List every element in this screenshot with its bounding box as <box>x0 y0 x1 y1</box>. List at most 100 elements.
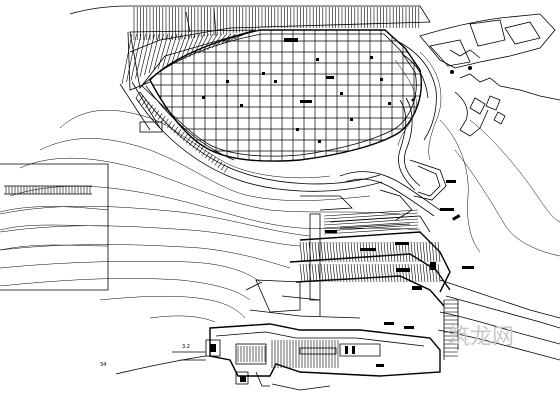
terrace-step-line <box>329 263 333 283</box>
lower-building: 3.2 34 <box>100 279 441 391</box>
terrace-step-line <box>329 241 333 263</box>
terrace-step-line <box>341 263 345 283</box>
walkway-tick <box>176 129 182 136</box>
terrace-step-line <box>365 241 369 263</box>
terrace-step-line <box>344 241 348 263</box>
terrace-step-line <box>386 241 390 263</box>
terrace-step-line <box>323 263 327 283</box>
paving-block <box>316 58 319 61</box>
walkway-tick <box>220 164 226 171</box>
terrace-step-line <box>380 241 384 263</box>
terrace-step-line <box>320 241 324 263</box>
terrace-step-line <box>323 241 327 263</box>
terrace-step-line <box>323 215 419 223</box>
walkway-tick <box>167 121 172 128</box>
terrace-step-line <box>383 263 387 283</box>
slope-hatch-line <box>144 33 155 76</box>
paving-block <box>380 78 383 81</box>
walkway-tick <box>189 139 194 146</box>
slope-hatch-line <box>198 33 209 54</box>
walkway-tick <box>170 124 175 131</box>
slope-hatch-line <box>121 33 133 85</box>
terrace-step-line <box>335 263 339 283</box>
terrace-step-line <box>413 263 417 283</box>
left-section-frame <box>0 163 109 291</box>
slope-hatch-line <box>207 33 218 50</box>
slope-hatch-line <box>153 33 164 72</box>
terrace-step-line <box>317 263 321 283</box>
walkway-tick <box>173 126 179 133</box>
paving-block <box>274 80 277 83</box>
terrace-step-line <box>371 263 375 283</box>
terrace-step-line <box>404 263 408 283</box>
terrace-step-line <box>332 263 336 283</box>
terrace-step-line <box>314 241 318 263</box>
right-slope <box>437 279 560 361</box>
walkway-tick <box>198 146 204 154</box>
terrace-step-line <box>434 241 438 263</box>
watermark-text: 筑龙网 <box>448 325 514 350</box>
terrace-step-line <box>341 241 345 263</box>
left-hatched-slope <box>121 29 256 89</box>
terrace-step-line <box>419 241 423 263</box>
terrace-step-line <box>311 263 315 283</box>
terrace-step-line <box>362 263 366 283</box>
terrace-step-line <box>338 263 342 283</box>
terrace-step-line <box>302 263 306 283</box>
terrace-step-line <box>353 263 357 283</box>
slope-hatch-line <box>166 33 178 67</box>
walkway-tick <box>135 91 141 99</box>
walkway-tick <box>192 141 197 149</box>
terrace-step-line <box>320 263 324 283</box>
slope-hatch-line <box>171 33 182 65</box>
terrace-step-line <box>299 241 303 263</box>
paving-block <box>318 140 321 143</box>
terrace-step-line <box>344 263 348 283</box>
terrace-step-line <box>359 241 363 263</box>
paving-block <box>388 102 391 105</box>
paving-block <box>296 128 299 131</box>
terrace-step-line <box>389 263 393 283</box>
walkway-tick <box>201 149 207 156</box>
contour-lines <box>0 51 560 323</box>
terrace-step-line <box>407 263 411 283</box>
walkway-tick <box>223 166 229 173</box>
slope-hatch-line <box>126 33 137 83</box>
slope-hatch-line <box>162 33 173 68</box>
terrace-step-line <box>407 241 411 263</box>
terrace-step-line <box>302 241 306 263</box>
terrace-step-line <box>383 241 387 263</box>
walkway-tick <box>183 134 188 141</box>
terrace-step-line <box>356 263 360 283</box>
terrace-step-line <box>380 263 384 283</box>
terrace-step-line <box>404 241 408 263</box>
terrace-step-line <box>350 241 354 263</box>
paving-block <box>240 104 243 107</box>
terrace-step-line <box>425 263 429 283</box>
terrace-step-line <box>437 263 441 283</box>
terrace-step-line <box>422 241 426 263</box>
terrace-step-line <box>371 241 375 263</box>
terrace-step-line <box>398 263 402 283</box>
paving-block <box>340 92 343 95</box>
terrace-step-line <box>338 241 342 263</box>
walkway-tick <box>151 107 156 114</box>
terrace-step-line <box>428 263 432 283</box>
terrace-step-line <box>332 241 336 263</box>
paving-block <box>262 72 265 75</box>
slope-hatch-line <box>139 33 151 77</box>
terrace-step-line <box>359 263 363 283</box>
terrace-step-line <box>323 218 419 226</box>
terrace-step-line <box>431 241 435 263</box>
walkway-tick <box>160 116 166 123</box>
slope-hatch-line <box>135 33 146 79</box>
slope-hatch-line <box>175 33 187 63</box>
slope-hatch-line <box>157 33 169 70</box>
terrace-step-line <box>419 263 423 283</box>
terrace-step-line <box>323 224 419 232</box>
terrace-step-line <box>305 241 309 263</box>
terrace-step-line <box>347 241 351 263</box>
terrace-step-line <box>299 263 303 283</box>
terrace-step-line <box>317 241 321 263</box>
paving-block <box>350 118 353 121</box>
